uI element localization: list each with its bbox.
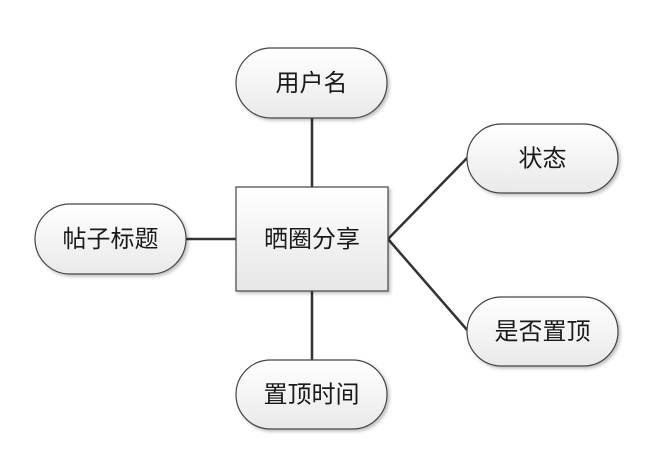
attribute-shape <box>235 359 388 430</box>
connector-entity-status <box>387 156 469 240</box>
attribute-label-status: 状态 <box>519 145 567 173</box>
attribute-shape <box>466 296 619 367</box>
attribute-node-is-pinned: 是否置顶 <box>466 296 619 367</box>
attribute-label-post-title: 帖子标题 <box>63 225 159 253</box>
attribute-label-pin-time: 置顶时间 <box>264 381 360 409</box>
attribute-node-post-title: 帖子标题 <box>34 203 187 275</box>
attribute-shape <box>466 123 619 194</box>
entity-label: 晒圈分享 <box>264 225 360 253</box>
attribute-node-pin-time: 置顶时间 <box>235 359 388 430</box>
connector-entity-is-pinned <box>387 238 469 332</box>
attribute-shape <box>235 47 388 119</box>
entity-shape <box>235 186 389 292</box>
attribute-shape <box>34 203 187 275</box>
attribute-label-username: 用户名 <box>276 69 348 97</box>
attribute-node-status: 状态 <box>466 123 619 194</box>
attribute-node-username: 用户名 <box>235 47 388 119</box>
connector-lines <box>186 118 469 360</box>
entity-node: 晒圈分享 <box>235 186 389 292</box>
attribute-label-is-pinned: 是否置顶 <box>495 318 591 346</box>
